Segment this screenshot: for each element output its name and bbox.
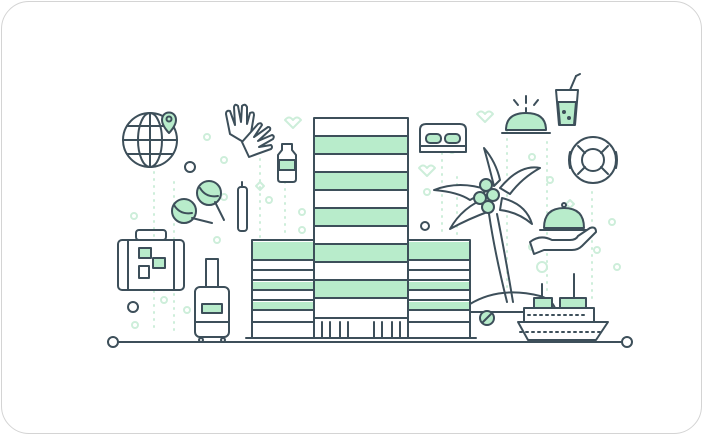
cruise-ship-icon	[517, 273, 609, 341]
globe-with-pin-icon	[122, 111, 178, 168]
hotel-building-icon	[245, 117, 477, 339]
dot-circle	[420, 221, 430, 231]
serving-hand-icon	[529, 202, 597, 255]
dot-circle	[127, 301, 139, 313]
palm-tree-icon	[433, 147, 541, 303]
gloves-icon	[225, 103, 275, 158]
drink-glass-icon	[555, 73, 581, 126]
bed-icon	[419, 123, 467, 153]
maracas-icon	[171, 180, 225, 224]
service-bell-icon	[501, 95, 551, 134]
candle-icon	[237, 181, 248, 232]
luggage-icon	[194, 258, 230, 343]
bottle-icon	[277, 143, 297, 183]
dot-circle	[184, 161, 196, 173]
decorative-circles	[130, 110, 621, 329]
suitcase-icon	[117, 229, 185, 291]
lifebuoy-icon	[568, 136, 618, 184]
